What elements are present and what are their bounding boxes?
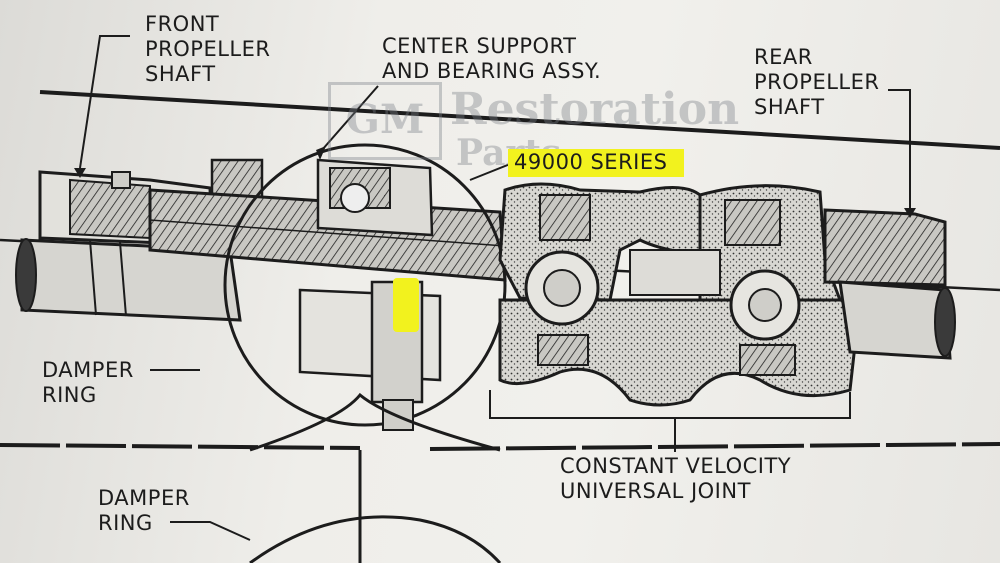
damper-ring-curve bbox=[249, 392, 501, 452]
label-line: PROPELLER bbox=[754, 70, 880, 94]
cv-joint-housing bbox=[498, 182, 862, 407]
label-cv-joint: CONSTANT VELOCITY UNIVERSAL JOINT bbox=[560, 454, 791, 504]
label-line: DAMPER bbox=[98, 486, 190, 510]
lower-detail-circle bbox=[249, 515, 502, 563]
label-line: RING bbox=[42, 383, 97, 407]
label-line: SHAFT bbox=[754, 95, 825, 119]
yellow-highlight-bracket bbox=[393, 278, 419, 332]
label-rear-propeller-shaft: REAR PROPELLER SHAFT bbox=[754, 45, 879, 120]
cv-joint-bracket bbox=[489, 390, 851, 419]
label-line: SHAFT bbox=[145, 62, 216, 86]
label-line: DAMPER bbox=[42, 358, 134, 382]
label-line: RING bbox=[98, 511, 153, 535]
label-front-propeller-shaft: FRONT PROPELLER SHAFT bbox=[145, 12, 270, 87]
label-49000-series: 49000 SERIES bbox=[514, 150, 668, 174]
label-line: CONSTANT VELOCITY bbox=[560, 454, 792, 478]
label-line: CENTER SUPPORT bbox=[382, 34, 577, 58]
series-highlight bbox=[508, 149, 684, 177]
watermark-line1: Restoration bbox=[450, 84, 740, 135]
label-center-support: CENTER SUPPORT AND BEARING ASSY. bbox=[382, 34, 601, 84]
label-line: PROPELLER bbox=[145, 37, 271, 61]
label-line: UNIVERSAL JOINT bbox=[560, 479, 751, 503]
center-support-detail-circle bbox=[223, 143, 507, 431]
label-damper-ring-upper: DAMPER RING bbox=[42, 358, 134, 408]
label-line: FRONT bbox=[145, 12, 220, 36]
rear-propeller-shaft bbox=[823, 208, 956, 360]
label-line: AND BEARING ASSY. bbox=[382, 59, 602, 83]
leader-lines bbox=[74, 35, 916, 541]
label-damper-ring-lower: DAMPER RING bbox=[98, 486, 190, 536]
label-line: REAR bbox=[754, 45, 813, 69]
gm-logo-watermark: GM bbox=[328, 82, 442, 160]
